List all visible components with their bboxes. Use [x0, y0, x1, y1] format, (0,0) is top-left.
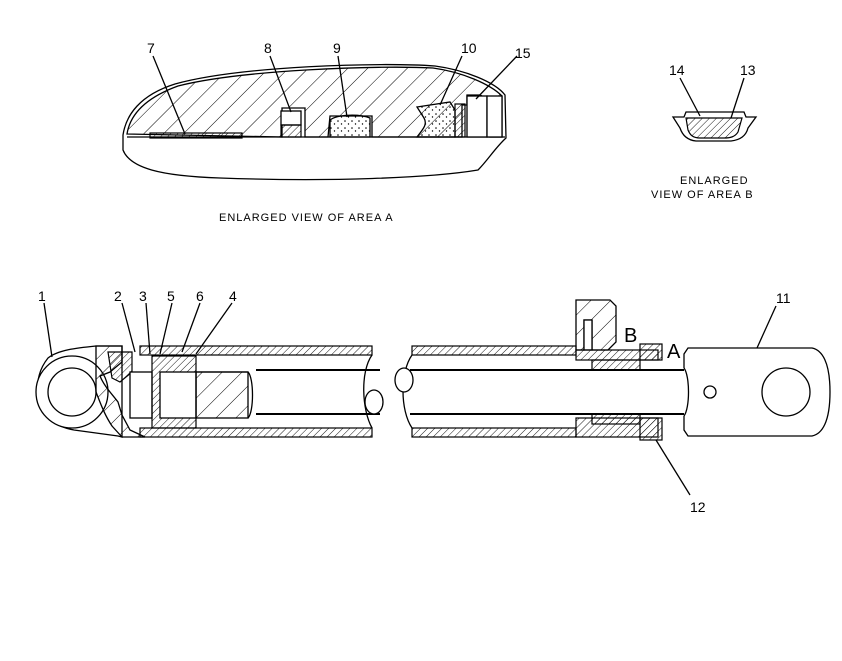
- barrel-top-wall: [139, 345, 373, 356]
- leader-1: [43, 302, 53, 358]
- callout-12: 12: [690, 499, 706, 515]
- area-b-label: B: [624, 325, 637, 347]
- barrel-right-bottom-wall: [411, 427, 577, 438]
- callout-15: 15: [515, 45, 531, 61]
- leader-6: [181, 302, 201, 353]
- area-b-detail: 14 13 ENLARGED VIEW OF AREA B: [651, 62, 758, 201]
- callout-9: 9: [333, 40, 341, 56]
- leader-8: [269, 55, 292, 113]
- part-7-strip: [149, 132, 243, 139]
- cylinder-left-section: 1 2 3 5 6 4: [35, 288, 384, 438]
- leader-13: [730, 77, 745, 119]
- callout-2: 2: [114, 288, 122, 304]
- rod-pin: [703, 385, 717, 399]
- callout-4: 4: [229, 288, 237, 304]
- callout-11: 11: [776, 290, 791, 306]
- caption-area-b-1: ENLARGED: [680, 175, 749, 187]
- part-4-rod-end: [195, 371, 249, 419]
- callout-14: 14: [669, 62, 685, 78]
- port-block: [575, 299, 617, 351]
- leader-2: [121, 302, 136, 353]
- gland-top-cap: [639, 343, 663, 361]
- part-9-seal: [329, 114, 371, 138]
- callout-7: 7: [147, 40, 155, 56]
- leader-5: [159, 302, 173, 355]
- callout-5: 5: [167, 288, 175, 304]
- part-13-seal: [685, 117, 743, 139]
- leader-9: [337, 55, 348, 118]
- callout-13: 13: [740, 62, 756, 78]
- leader-7: [152, 55, 186, 135]
- callout-10: 10: [461, 40, 477, 56]
- gland-bottom-cap: [639, 417, 663, 441]
- part-8-block: [280, 110, 302, 126]
- cylinder-right-section: B A 11 12: [394, 290, 831, 515]
- rod-eye: [761, 367, 811, 417]
- leader-4: [195, 302, 233, 355]
- leader-14: [679, 77, 701, 117]
- leader-10: [439, 55, 463, 106]
- caption-area-b-2: VIEW OF AREA B: [651, 189, 754, 201]
- leader-15: [475, 55, 518, 100]
- callout-8: 8: [264, 40, 272, 56]
- area-a-detail: 7 8 9 10 15 ENLARGED VIEW OF AREA A: [122, 40, 531, 224]
- leader-11: [756, 305, 777, 349]
- callout-1: 1: [38, 288, 46, 304]
- part-15-ring: [466, 95, 488, 138]
- part-3-nut: [129, 371, 153, 419]
- area-a-label: A: [667, 341, 681, 363]
- callout-6: 6: [196, 288, 204, 304]
- leader-12: [655, 439, 691, 496]
- barrel-bottom-wall: [139, 427, 373, 438]
- leader-3: [145, 302, 151, 355]
- barrel-right-top-wall: [411, 345, 577, 356]
- callout-3: 3: [139, 288, 147, 304]
- caption-area-a: ENLARGED VIEW OF AREA A: [219, 212, 394, 224]
